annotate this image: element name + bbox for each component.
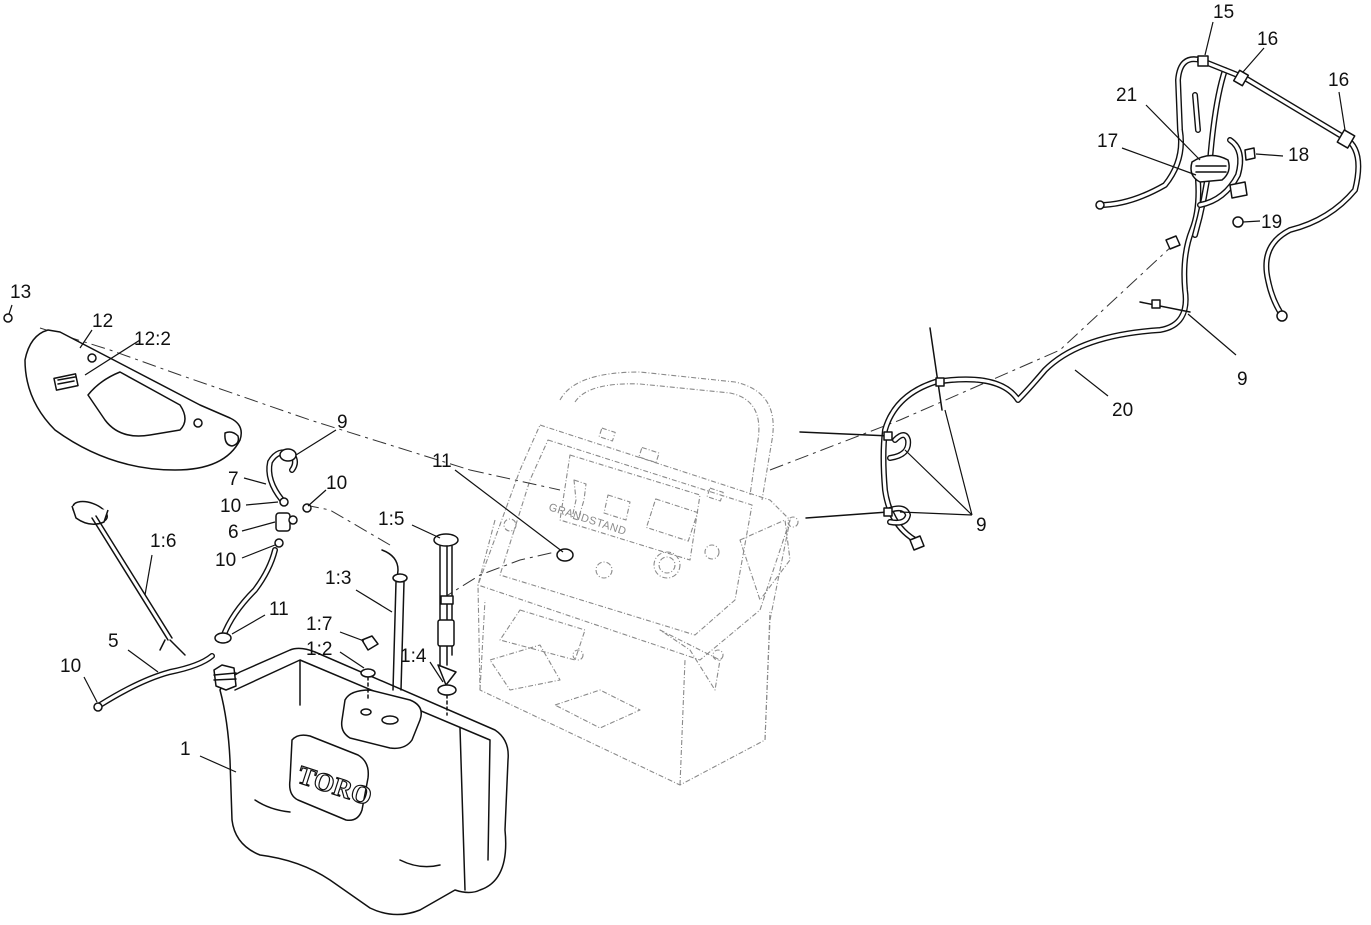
callout-1: 1 xyxy=(180,739,191,760)
fuel-pickup-part-1-3 xyxy=(381,549,408,691)
callout-11: 11 xyxy=(432,451,452,472)
callout-10: 10 xyxy=(215,550,236,571)
callout-1-5: 1:5 xyxy=(378,509,404,530)
callout-6: 6 xyxy=(228,522,239,543)
callout-labels: 13 12 12:2 9 7 10 10 6 10 1:6 11 1:5 1:3… xyxy=(10,2,1349,760)
zip-ties-part-9 xyxy=(799,299,1191,519)
harness-assembly xyxy=(909,55,1362,551)
callout-18: 18 xyxy=(1288,145,1309,166)
alignment-lines xyxy=(39,245,1173,601)
callout-9: 9 xyxy=(1237,369,1248,390)
callout-11: 11 xyxy=(269,599,289,620)
callout-9: 9 xyxy=(976,515,987,536)
supply-hose xyxy=(214,547,278,644)
fuel-sender-part-1-5 xyxy=(433,533,459,686)
fuel-line-part-20 xyxy=(880,177,1202,543)
callout-7: 7 xyxy=(228,469,239,490)
callout-12: 12 xyxy=(92,311,113,332)
grommet-part-1-4 xyxy=(437,684,457,696)
fuel-hose-part-5 xyxy=(93,653,215,712)
callout-20: 20 xyxy=(1112,400,1133,421)
fuel-cap-part-1-6 xyxy=(71,500,186,656)
callout-13: 13 xyxy=(10,282,31,303)
grommet-part-11 xyxy=(556,548,574,562)
leader-lines xyxy=(8,21,1346,773)
callout-1-4: 1:4 xyxy=(400,646,427,667)
callout-9: 9 xyxy=(337,412,348,433)
callout-16: 16 xyxy=(1328,70,1349,91)
callout-5: 5 xyxy=(108,631,119,652)
callout-15: 15 xyxy=(1213,2,1234,23)
console-brand-label: GRANDSTAND xyxy=(547,501,628,538)
vent-hose-part-7 xyxy=(266,448,298,503)
fuel-tank-part-1: TORO xyxy=(213,647,509,916)
callout-17: 17 xyxy=(1097,131,1118,152)
callout-19: 19 xyxy=(1261,212,1282,233)
callout-12-2: 12:2 xyxy=(134,329,171,350)
elbow-part-1-7 xyxy=(361,635,379,651)
callout-1-6: 1:6 xyxy=(150,531,176,552)
callout-1-7: 1:7 xyxy=(306,614,332,635)
callout-10: 10 xyxy=(220,496,241,517)
callout-1-3: 1:3 xyxy=(325,568,351,589)
callout-21: 21 xyxy=(1116,85,1137,106)
callout-10: 10 xyxy=(326,473,347,494)
heat-shield-part-12 xyxy=(24,329,242,471)
callout-10: 10 xyxy=(60,656,81,677)
callout-16: 16 xyxy=(1257,29,1278,50)
fitting-part-6 xyxy=(274,497,312,548)
console-frame-ghost: GRANDSTAND xyxy=(477,371,799,786)
callout-1-2: 1:2 xyxy=(306,639,332,660)
grommet-part-1-2 xyxy=(360,668,376,678)
nut-part-13 xyxy=(3,313,13,323)
